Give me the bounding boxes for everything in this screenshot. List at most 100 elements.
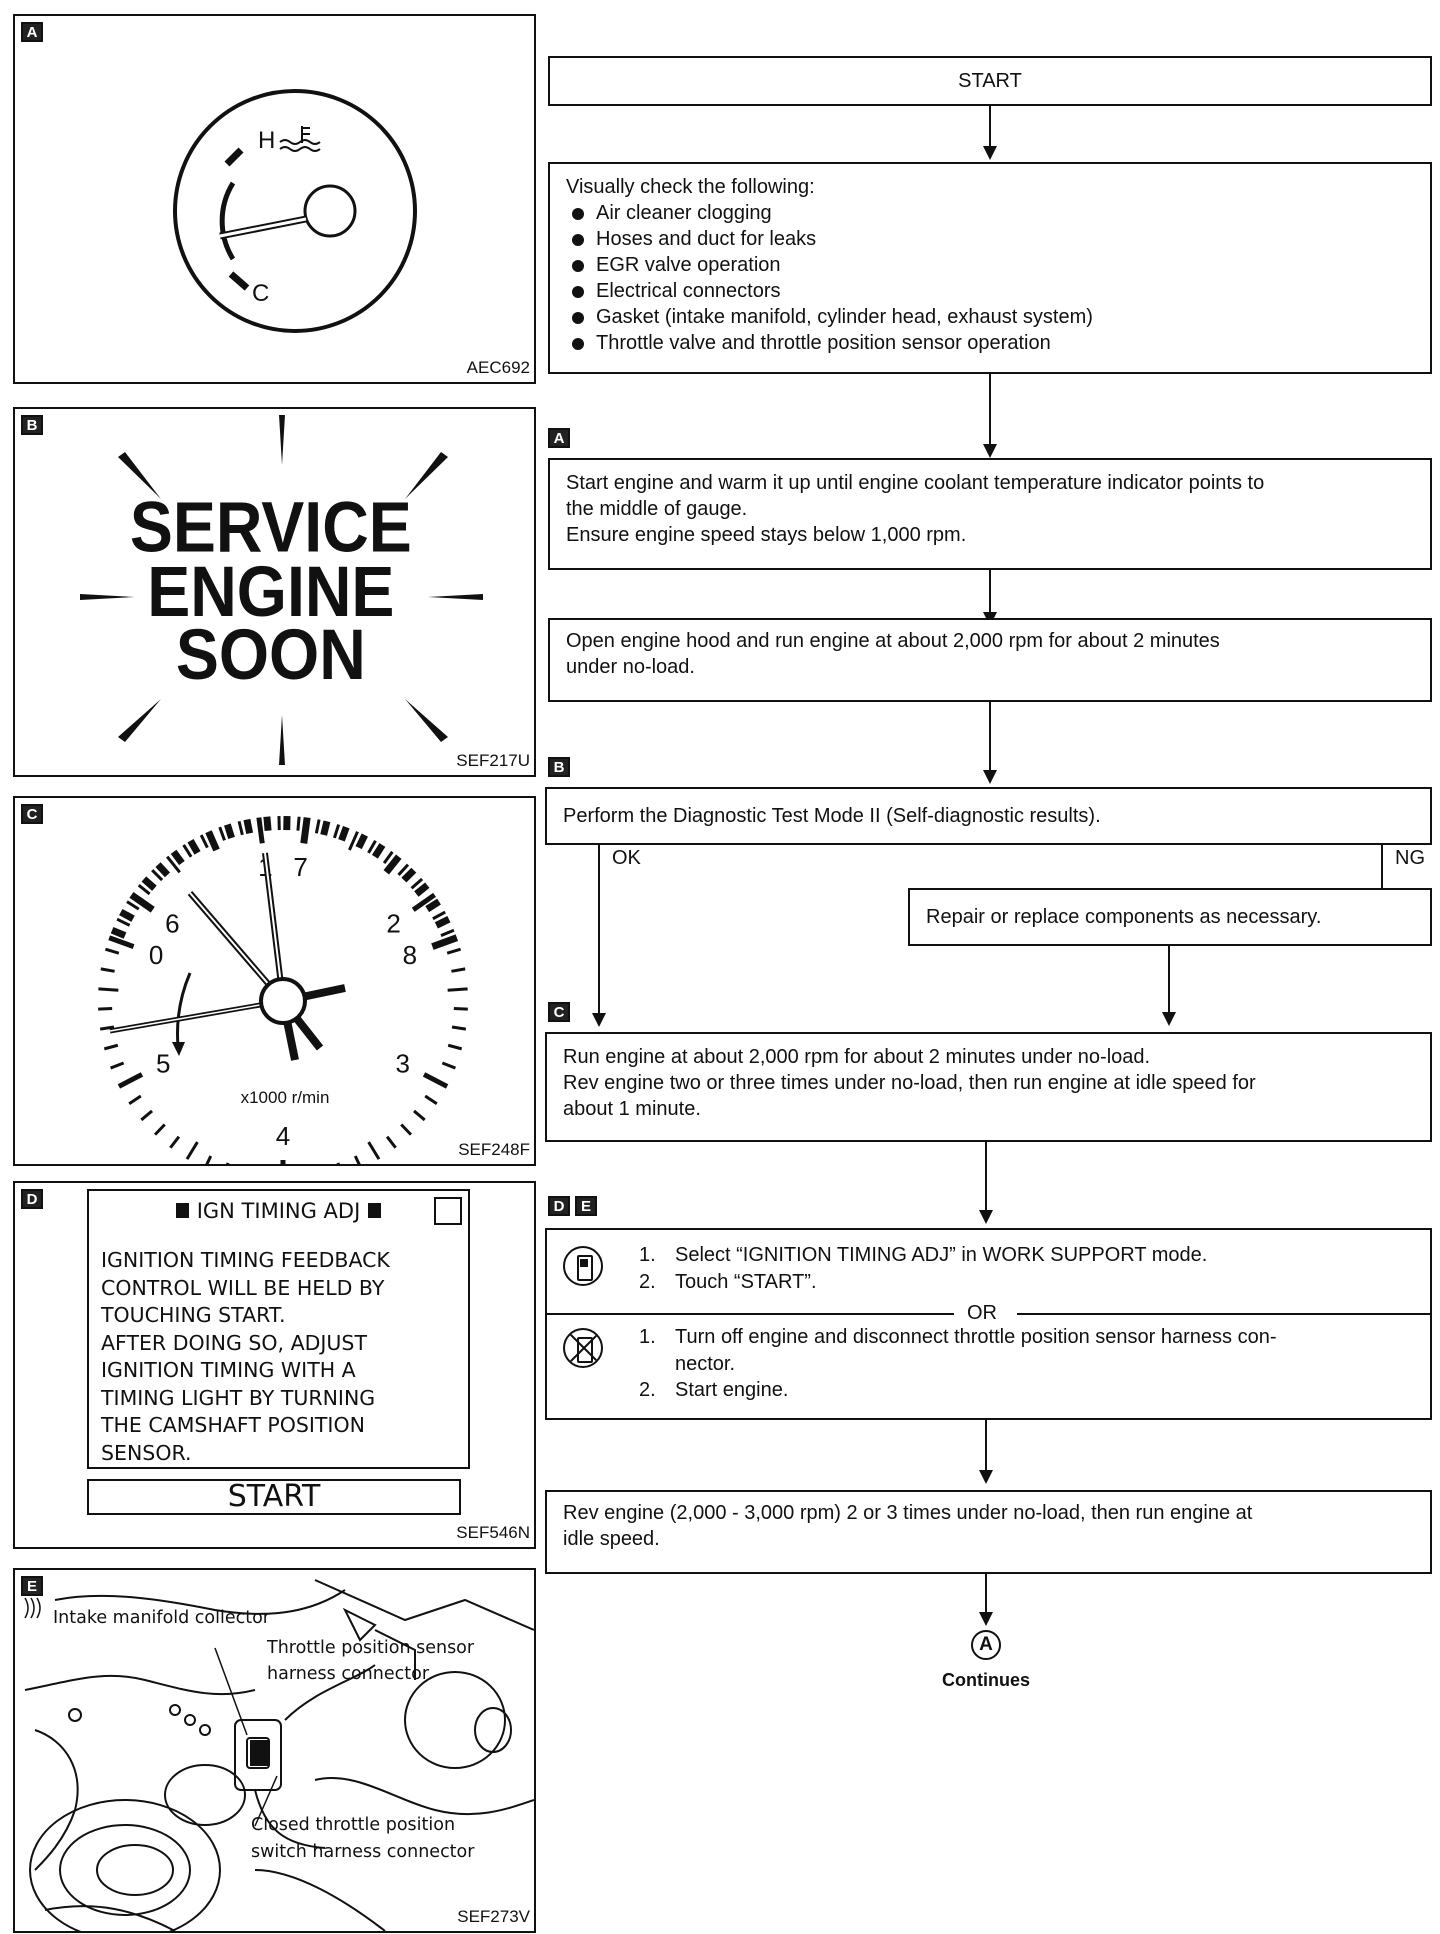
screen-message: IGNITION TIMING FEEDBACK CONTROL WILL BE… <box>101 1247 390 1467</box>
tach-number: 6 <box>165 909 179 939</box>
screen-line: CONTROL WILL BE HELD BY <box>101 1275 385 1300</box>
tach-tick <box>440 928 455 937</box>
panel-tag: B <box>21 415 43 435</box>
tachometer-numbers: 012345678 <box>149 852 417 1151</box>
tach-tick <box>446 947 462 955</box>
run-engine-line: Rev engine two or three times under no-l… <box>563 1072 1256 1094</box>
tach-tick <box>110 1061 125 1070</box>
flow-run-engine-box: Run engine at about 2,000 rpm for about … <box>545 1032 1432 1142</box>
tach-tick <box>169 1135 181 1149</box>
tach-tick <box>385 1135 397 1149</box>
warm-up-line: Start engine and warm it up until engine… <box>566 472 1265 494</box>
tach-tick <box>237 820 244 836</box>
tach-tick <box>205 1155 213 1164</box>
label-intake-manifold-collector: Intake manifold collector <box>53 1608 271 1628</box>
tach-tick <box>383 854 402 875</box>
warm-up-line: Ensure engine speed stays below 1,000 rp… <box>566 524 967 546</box>
tach-tick <box>332 824 341 839</box>
tach-tick <box>140 1109 153 1122</box>
tach-tick <box>166 855 181 874</box>
panel-tag: D <box>21 1189 43 1209</box>
tach-tick <box>338 825 350 842</box>
flow-tag-e: E <box>575 1196 597 1216</box>
label-tps-connector-line1: Throttle position sensor <box>266 1638 475 1658</box>
tach-tick <box>411 892 436 912</box>
tachometer-unit: x1000 r/min <box>241 1088 330 1107</box>
gauge-h-label: H <box>258 127 275 154</box>
rev-engine-line: idle speed. <box>563 1528 660 1550</box>
arrow-down <box>983 770 997 784</box>
tach-tick <box>224 823 235 839</box>
screen-title-bar: IGN TIMING ADJ <box>89 1199 468 1223</box>
connector-line <box>985 1142 987 1212</box>
tach-tick <box>314 819 321 834</box>
open-hood-line: under no-load. <box>566 656 695 678</box>
screen-check-box[interactable] <box>434 1197 462 1225</box>
ng-label: NG <box>1395 847 1425 869</box>
tach-tick <box>137 884 151 896</box>
consult-icon <box>563 1246 603 1286</box>
tach-number: 5 <box>156 1048 170 1078</box>
tach-tick <box>218 826 226 841</box>
tach-number: 3 <box>396 1048 410 1078</box>
engine-bay-drawing: Intake manifold collector Throttle posit… <box>24 1579 534 1931</box>
tach-tick <box>451 967 466 973</box>
tach-tick <box>119 908 135 922</box>
arrow-down <box>983 146 997 160</box>
tach-tick <box>126 900 140 911</box>
consult-steps: 1.Select “IGNITION TIMING ADJ” in WORK S… <box>639 1242 1207 1296</box>
tach-tick <box>226 1162 230 1164</box>
flow-tag-a: A <box>548 428 570 448</box>
coolant-gauge-figure: H C <box>173 89 417 333</box>
tach-tick <box>300 817 311 844</box>
screen-title-mark-right <box>368 1203 382 1218</box>
tach-tick <box>104 947 120 955</box>
tachometer-tick-marks <box>98 815 468 1164</box>
flow-open-hood-box: Open engine hood and run engine at about… <box>548 618 1432 702</box>
tach-tick <box>110 926 127 939</box>
or-divider-right <box>1017 1313 1430 1315</box>
consult-step: 1.Select “IGNITION TIMING ADJ” in WORK S… <box>639 1244 1208 1266</box>
visual-check-intro: Visually check the following: <box>566 176 815 198</box>
tach-tick <box>400 1123 413 1136</box>
or-label: OR <box>967 1302 997 1324</box>
tach-tick <box>185 1141 199 1160</box>
visual-check-item: Electrical connectors <box>566 278 1414 304</box>
figure-code: AEC692 <box>466 358 530 377</box>
warning-light-figure: SERVICE ENGINE SOON <box>80 415 483 765</box>
panel-c-tachometer: C 012345678 x1000 r/min SEF248F <box>13 796 536 1166</box>
manual-steps: 1.Turn off engine and disconnect throttl… <box>639 1324 1276 1404</box>
rev-engine-line: Rev engine (2,000 - 3,000 rpm) 2 or 3 ti… <box>563 1502 1253 1524</box>
tach-tick <box>401 867 417 883</box>
tach-tick <box>355 833 368 850</box>
manual-step: 1.Turn off engine and disconnect throttl… <box>639 1326 1277 1375</box>
tach-tick <box>353 1155 361 1164</box>
or-divider-left <box>547 1313 954 1315</box>
visual-check-item: Throttle valve and throttle position sen… <box>566 330 1414 356</box>
repair-label: Repair or replace components as necessar… <box>926 906 1322 928</box>
no-consult-icon <box>563 1328 603 1368</box>
tach-tick <box>199 834 209 849</box>
tach-tick <box>263 816 272 831</box>
label-ctps-connector-line2: switch harness connector <box>251 1842 475 1862</box>
flow-rev-engine-box: Rev engine (2,000 - 3,000 rpm) 2 or 3 ti… <box>545 1490 1432 1574</box>
warning-line-service: SERVICE <box>130 488 412 568</box>
consult-screen: IGN TIMING ADJ IGNITION TIMING FEEDBACK … <box>87 1189 470 1469</box>
screen-start-button[interactable]: START <box>87 1479 461 1515</box>
tach-tick <box>296 816 301 831</box>
flow-repair-box: Repair or replace components as necessar… <box>908 888 1432 946</box>
tach-tick <box>410 877 424 890</box>
tach-tick <box>128 1094 142 1106</box>
arrow-down <box>979 1470 993 1484</box>
ok-label: OK <box>612 847 641 869</box>
tach-tick <box>336 1162 340 1164</box>
arrow-down <box>1162 1012 1176 1026</box>
tach-tick <box>432 910 446 921</box>
connector-line <box>989 106 991 148</box>
figure-code: SEF546N <box>456 1523 530 1542</box>
open-hood-line: Open engine hood and run engine at about… <box>566 630 1220 652</box>
tach-tick <box>414 882 430 897</box>
panel-tag: A <box>21 22 43 42</box>
screen-line: IGNITION TIMING FEEDBACK <box>101 1248 390 1272</box>
tach-tick <box>441 1061 456 1070</box>
